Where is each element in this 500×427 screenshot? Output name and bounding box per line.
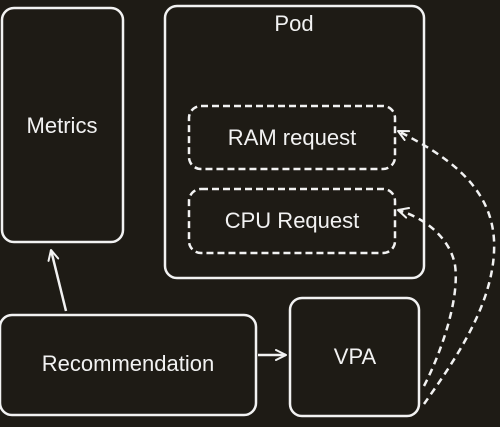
- edge-vpa-to-ram-request: [397, 129, 496, 405]
- edge-vpa-to-cpu-request: [397, 207, 457, 387]
- vpa-box: [288, 296, 421, 418]
- vpa-label: VPA: [333, 344, 377, 369]
- pod-label: Pod: [274, 11, 314, 36]
- ram-request-label: RAM request: [227, 125, 357, 150]
- recommendation-box: [0, 313, 258, 417]
- ram-request-box: [187, 104, 397, 171]
- cpu-request-label: CPU Request: [224, 208, 360, 233]
- recommendation-label: Recommendation: [41, 351, 215, 376]
- pod-box: [163, 4, 426, 280]
- edge-recommendation-to-metrics: [47, 249, 68, 312]
- cpu-request-box: [187, 187, 397, 255]
- metrics-box: [0, 6, 125, 244]
- metrics-label: Metrics: [26, 113, 98, 138]
